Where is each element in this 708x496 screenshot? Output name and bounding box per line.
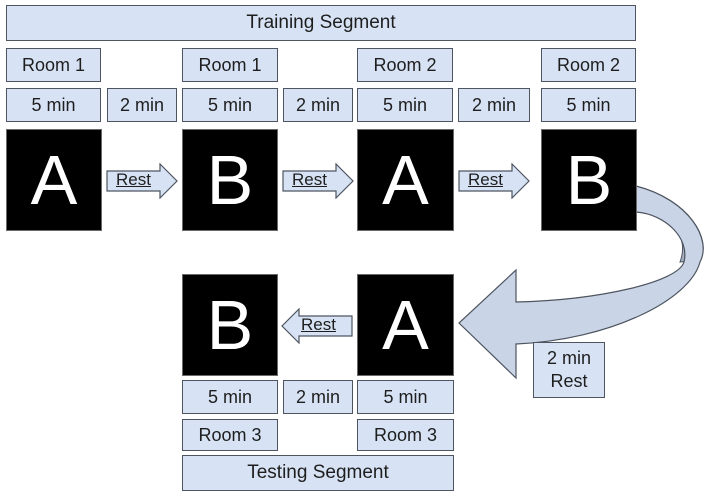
training-card-4: B xyxy=(541,129,637,231)
training-gap-2: 2 min xyxy=(283,88,353,122)
training-card-1: A xyxy=(6,129,102,231)
training-room-label-1: Room 1 xyxy=(6,48,101,82)
transition-arrow-body xyxy=(458,185,704,380)
rest-label: Rest xyxy=(116,170,151,189)
testing-duration-2: 5 min xyxy=(357,380,454,414)
testing-gap: 2 min xyxy=(283,380,353,414)
training-gap-3: 2 min xyxy=(458,88,530,122)
transition-rest-time: 2 min xyxy=(546,348,591,368)
rest-label: Rest xyxy=(468,170,503,189)
training-room-label-4: Room 2 xyxy=(541,48,636,82)
training-card-3: A xyxy=(357,129,454,231)
training-rest-arrow-3: Rest xyxy=(458,163,530,199)
training-duration-3: 5 min xyxy=(357,88,453,122)
testing-duration-1: 5 min xyxy=(182,380,278,414)
testing-card-2: A xyxy=(357,274,454,376)
training-duration-1: 5 min xyxy=(6,88,101,122)
training-segment-label: Training Segment xyxy=(6,5,636,41)
transition-rest-label: Rest xyxy=(550,371,588,391)
training-duration-2: 5 min xyxy=(182,88,278,122)
testing-rest-arrow: Rest xyxy=(281,308,353,344)
training-rest-arrow-1: Rest xyxy=(106,163,178,199)
training-card-2: B xyxy=(182,129,278,231)
testing-segment-label: Testing Segment xyxy=(182,455,454,491)
training-gap-1: 2 min xyxy=(107,88,177,122)
training-room-label-3: Room 2 xyxy=(357,48,453,82)
testing-room-label-2: Room 3 xyxy=(357,419,454,451)
testing-card-1: B xyxy=(182,274,278,376)
training-rest-arrow-2: Rest xyxy=(282,163,354,199)
testing-room-label-1: Room 3 xyxy=(182,419,278,451)
training-duration-4: 5 min xyxy=(541,88,636,122)
rest-label: Rest xyxy=(301,315,336,334)
training-room-label-2: Room 1 xyxy=(182,48,278,82)
transition-rest-box: 2 min Rest xyxy=(533,342,605,398)
rest-label: Rest xyxy=(292,170,327,189)
